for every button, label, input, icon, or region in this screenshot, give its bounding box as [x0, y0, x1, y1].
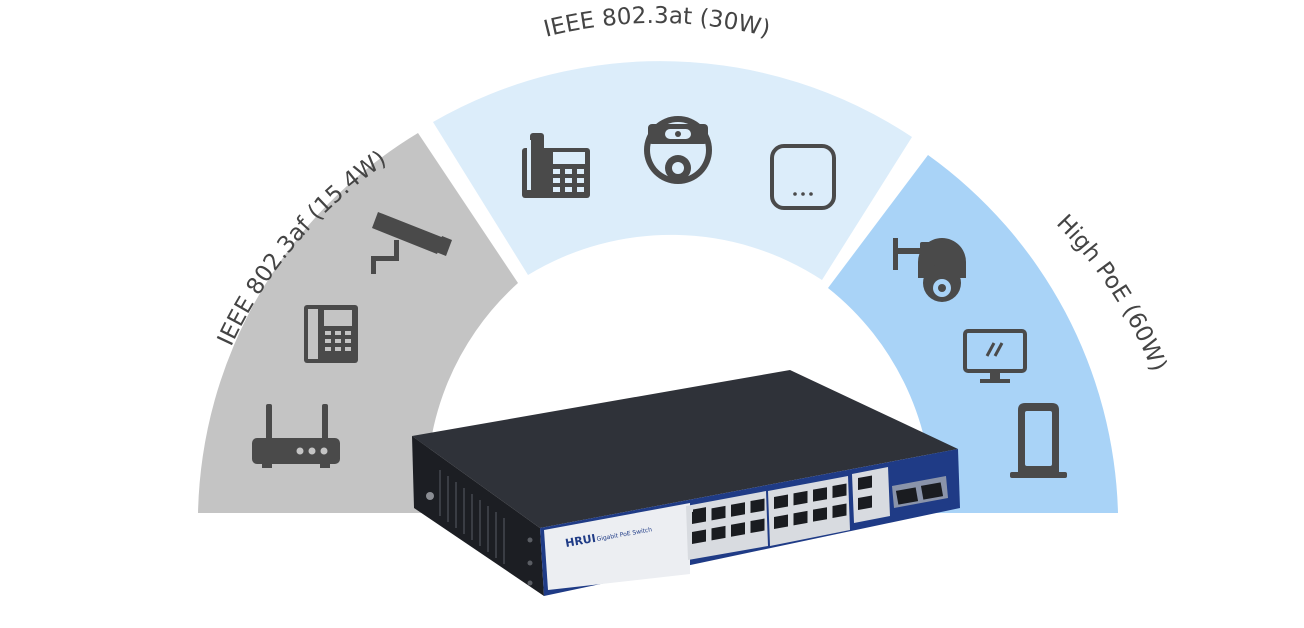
rj45-port — [813, 487, 827, 502]
rj45-port — [692, 529, 706, 545]
switch-screw — [527, 580, 533, 586]
ptz-camera-icon — [893, 238, 966, 302]
monitor-icon — [963, 329, 1027, 383]
rj45-port — [858, 495, 872, 511]
router-icon — [252, 404, 340, 468]
rj45-port — [858, 475, 872, 491]
uplink-port-block — [852, 467, 890, 523]
switch-screw — [527, 560, 533, 566]
dome-camera-icon — [644, 116, 712, 184]
rj45-port — [750, 498, 765, 514]
switch-screw — [527, 537, 533, 543]
rj45-port — [692, 509, 706, 525]
switch-ground-screw — [426, 492, 434, 500]
sfp-port-block — [892, 476, 948, 508]
rj45-port — [832, 483, 847, 499]
rj45-port — [774, 514, 788, 530]
rj45-port — [793, 490, 808, 506]
rj45-port — [711, 505, 726, 521]
switch-brand: HRUI — [564, 532, 596, 550]
rj45-ports — [692, 475, 872, 545]
switch-vents — [439, 470, 505, 564]
bullet-camera-icon — [371, 212, 452, 274]
rj45-port — [711, 525, 726, 541]
rj45-port — [750, 518, 765, 534]
ip-phone-icon — [522, 133, 590, 198]
switch-top-panel — [412, 370, 958, 528]
rj45-port-block — [768, 476, 850, 546]
rj45-port — [793, 510, 808, 526]
rj45-port — [832, 503, 847, 519]
rj45-port — [731, 502, 745, 517]
poe-switch-device: HRUI Gigabit PoE Switch — [412, 370, 960, 596]
label-8023at: IEEE 802.3at (30W) — [541, 3, 772, 43]
access-point-icon — [770, 144, 836, 210]
switch-side-panel — [412, 436, 544, 596]
rj45-port — [813, 507, 827, 522]
desk-phone-icon — [304, 305, 358, 363]
kiosk-icon — [1010, 403, 1067, 478]
rj45-port — [774, 494, 788, 510]
switch-front-label-strip — [544, 503, 690, 590]
rj45-port — [731, 522, 745, 537]
